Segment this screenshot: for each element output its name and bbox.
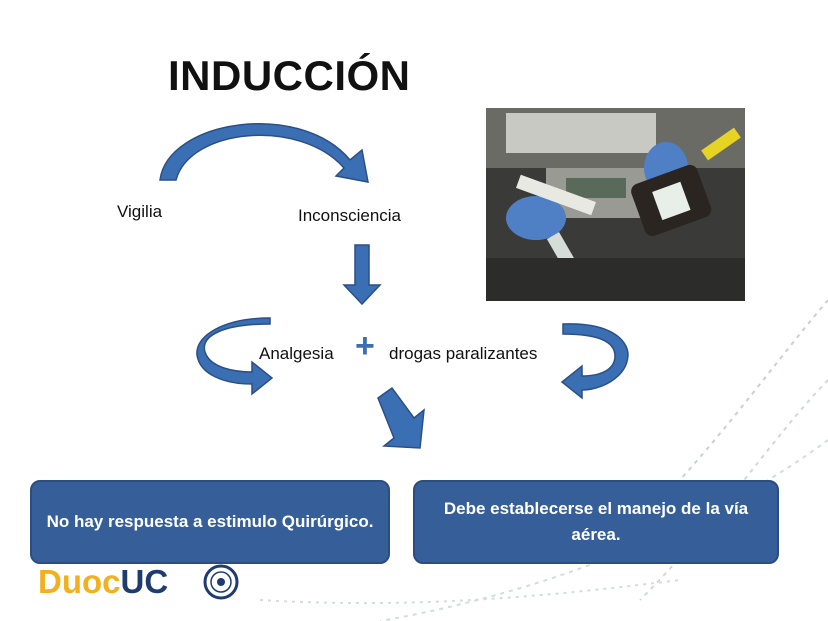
curved-arrow-left	[196, 317, 274, 396]
curved-arrow-top	[159, 123, 369, 183]
duocuc-logo: DuocUC	[38, 563, 168, 601]
page-title: INDUCCIÓN	[168, 52, 411, 99]
diagonal-arrow	[377, 386, 425, 449]
result-box-no-response: No hay respuesta a estimulo Quirúrgico.	[30, 480, 390, 564]
seal-icon	[203, 564, 239, 600]
anesthesia-photo	[486, 108, 745, 301]
curved-arrow-right	[560, 323, 629, 400]
label-drogas-paralizantes: drogas paralizantes	[389, 344, 538, 363]
label-vigilia: Vigilia	[117, 202, 163, 221]
result-box-airway: Debe establecerse el manejo de la vía aé…	[413, 480, 779, 564]
logo-duoc: Duoc	[38, 563, 121, 600]
down-arrow	[342, 244, 382, 306]
logo-uc: UC	[120, 563, 169, 600]
label-inconsciencia: Inconsciencia	[298, 206, 402, 225]
plus-sign: +	[355, 327, 375, 365]
label-analgesia: Analgesia	[259, 344, 334, 363]
